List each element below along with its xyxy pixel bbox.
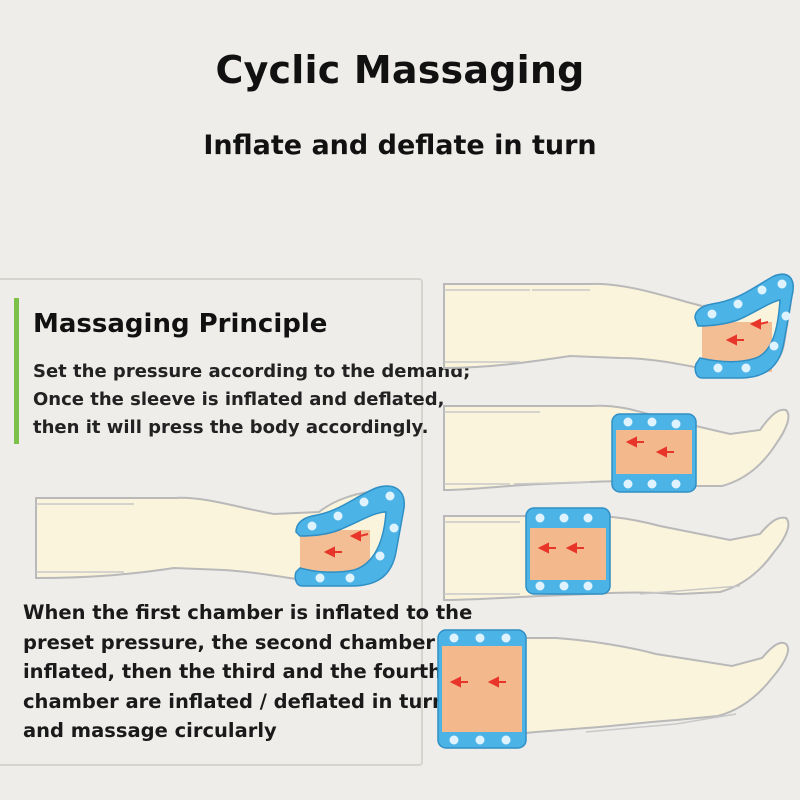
page-subtitle: Inflate and deflate in turn (203, 130, 597, 161)
description-line: inflated, then the third and the fourth (23, 660, 443, 683)
description-line: preset pressure, the second chamber is (23, 630, 461, 654)
description-line: and massage circularly (23, 719, 277, 742)
principle-line: Once the sleeve is inflated and deflated… (33, 389, 445, 410)
accent-bar (14, 298, 19, 444)
description-line: When the first chamber is inflated to th… (23, 601, 473, 624)
principle-text: Set the pressure according to the demand… (33, 358, 471, 442)
leg-illustration-panel (35, 485, 405, 587)
principle-heading: Massaging Principle (33, 309, 328, 339)
principle-line: Set the pressure according to the demand… (33, 361, 471, 382)
stage-4-thigh-chamber (437, 629, 790, 749)
stage-1-foot-chamber (443, 273, 794, 379)
stage-3-knee-chamber (443, 507, 790, 602)
description-text: When the first chamber is inflated to th… (23, 598, 473, 746)
description-line: chamber are inflated / deflated in turn, (23, 689, 454, 713)
principle-line: then it will press the body accordingly. (33, 417, 429, 438)
stage-2-calf-chamber (443, 404, 790, 493)
page-title: Cyclic Massaging (215, 48, 585, 92)
